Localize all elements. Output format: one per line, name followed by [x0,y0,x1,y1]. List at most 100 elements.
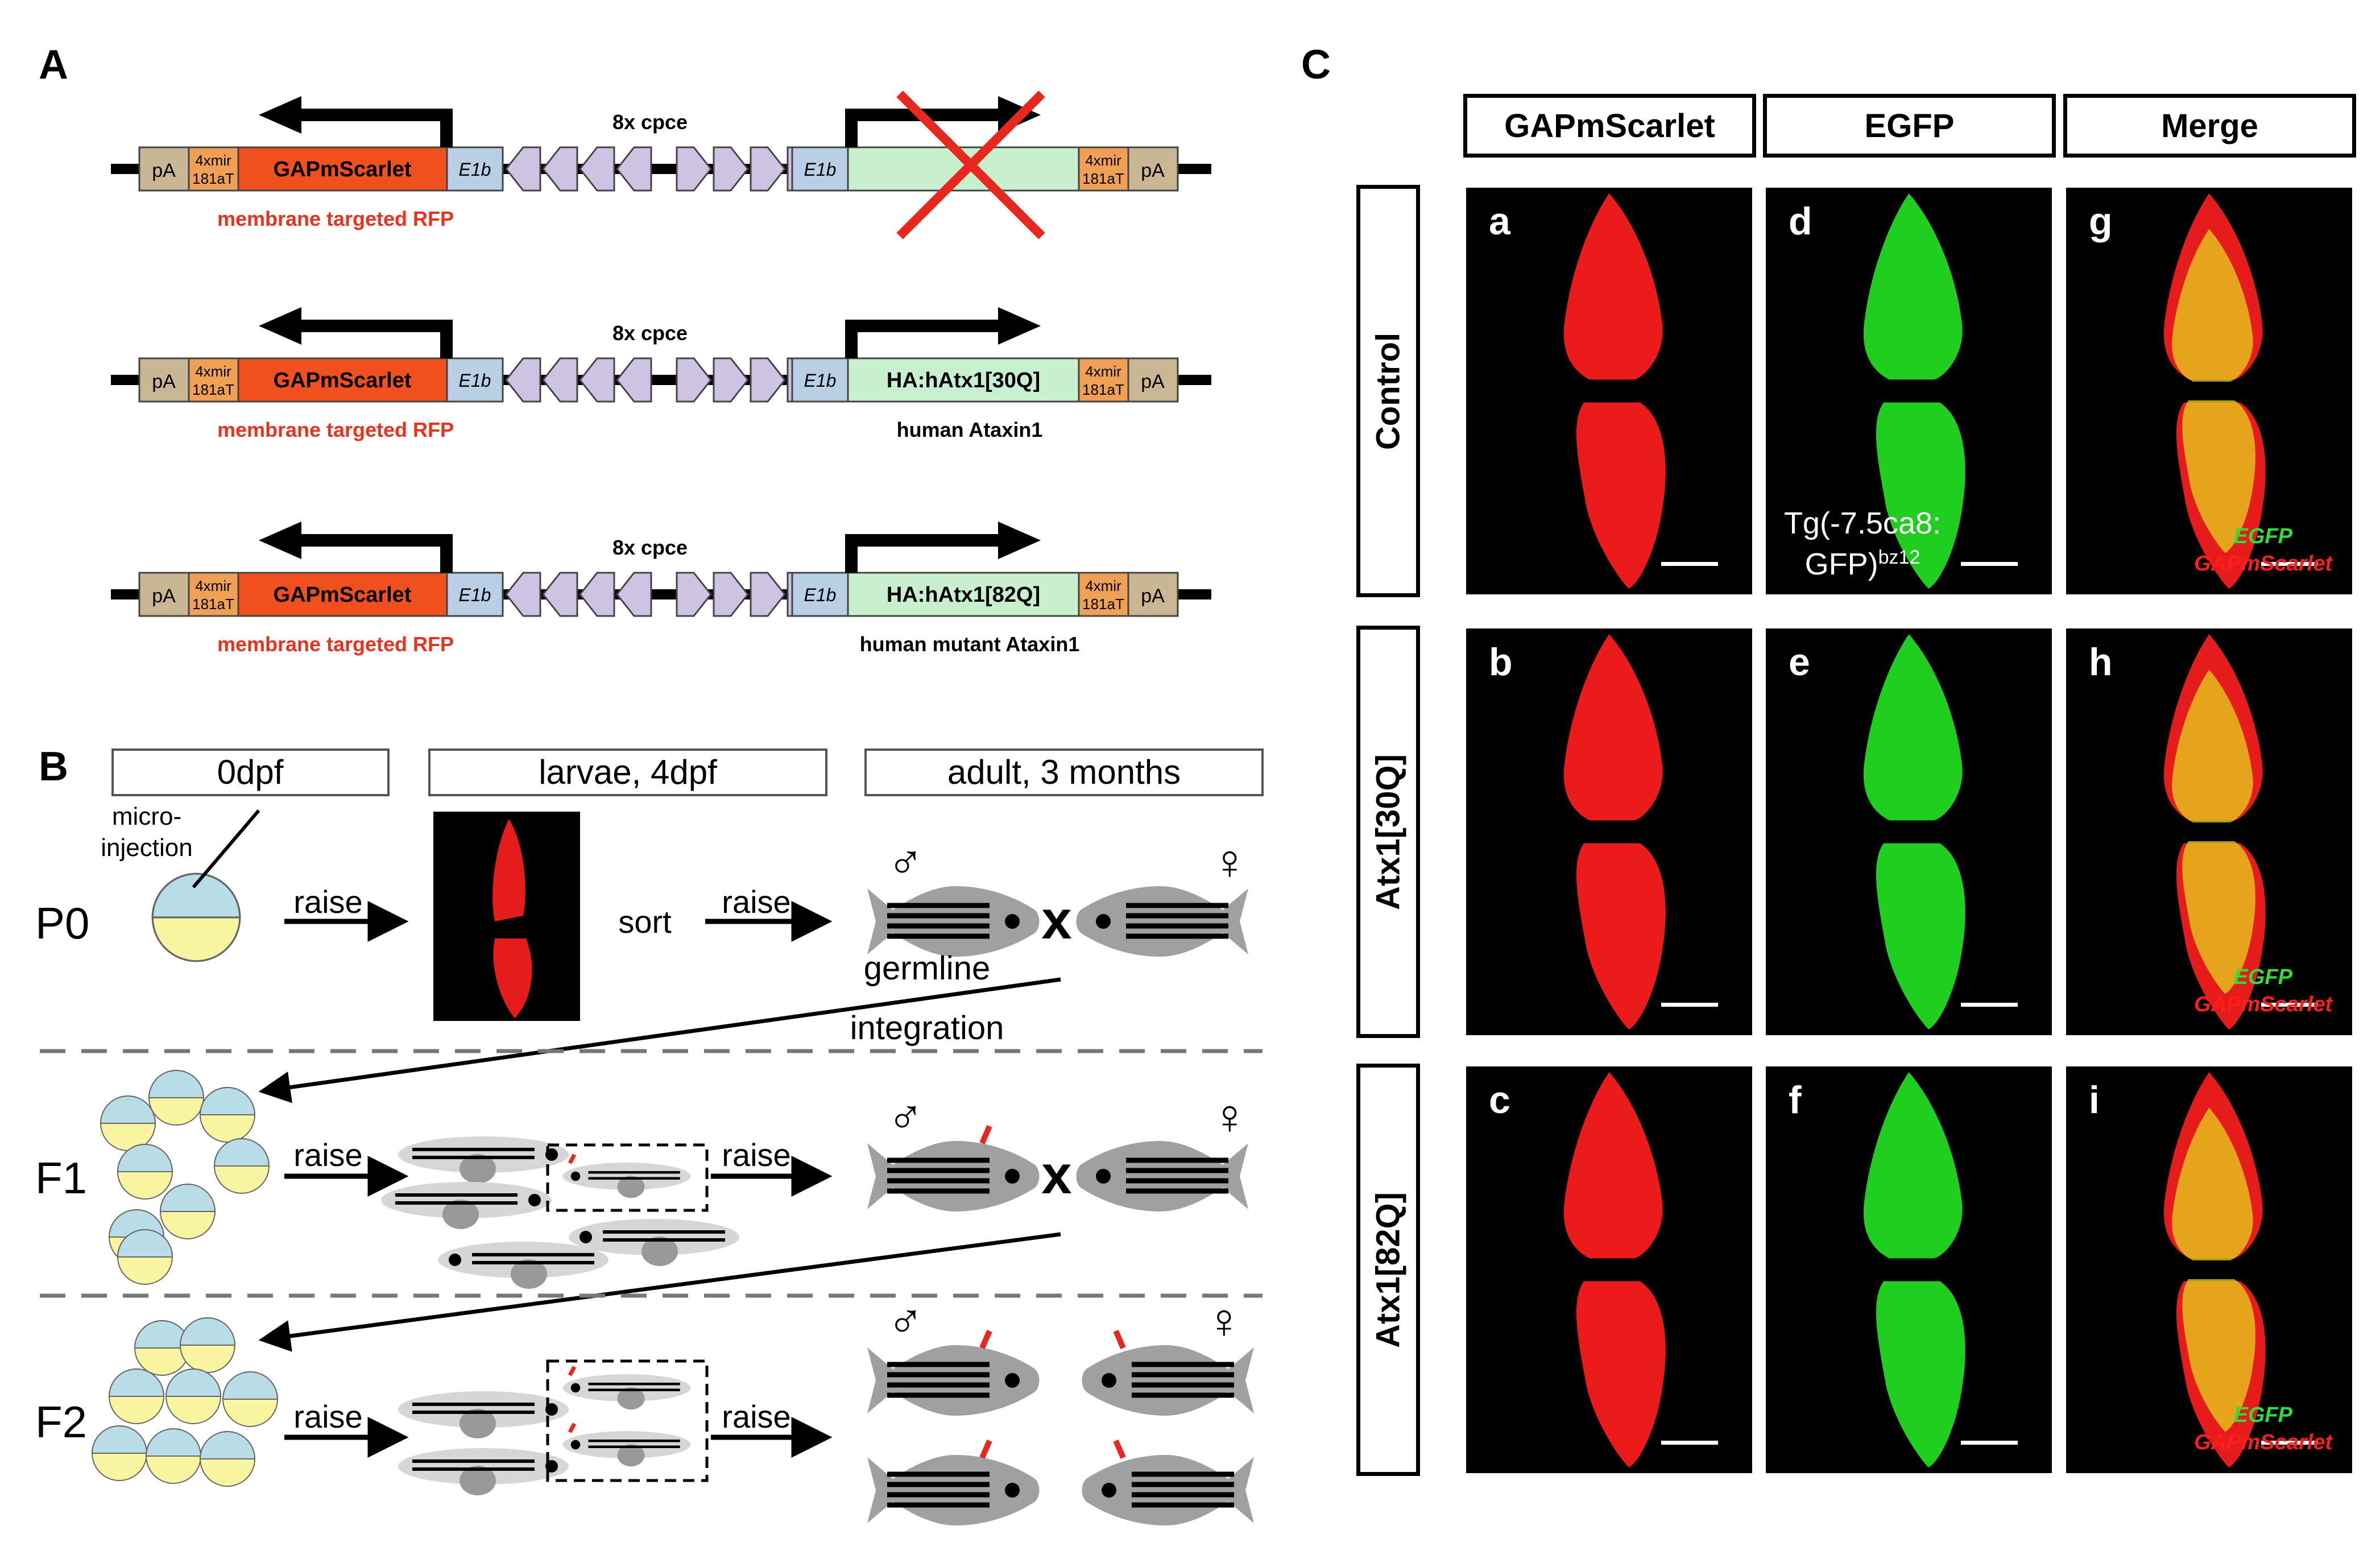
male-symbol-f1: ♂ [887,1090,924,1144]
scale-bar [2261,562,2318,566]
generation-f2: F2 [35,1397,87,1447]
female-symbol-p0: ♀ [1211,835,1248,890]
raise-f1: raise [293,1137,362,1173]
transgenic-line-label: Tg(-7.5ca8:GFP)bz12 [1777,506,1948,581]
pa-box-right [1127,572,1179,617]
micrograph-c: c [1466,1066,1752,1473]
cpce-element [750,357,786,403]
row-header-3: Atx1[82Q] [1356,1064,1420,1476]
cpce-label: 8x cpce [612,110,688,134]
cpce-label: 8x cpce [612,321,688,345]
cpce-element [616,146,652,192]
cpce-element [713,572,749,617]
cpce-element [505,146,541,192]
germline-line1: germline [864,950,990,987]
male-symbol-f2: ♂ [887,1294,924,1349]
right-caption: human Ataxin1 [897,418,1043,441]
cpce-element [750,572,786,617]
raise-p0-2: raise [722,884,790,920]
raise-f2: raise [293,1399,362,1434]
column-header-egfp: EGFP [1763,94,2056,158]
promoter-arrowhead-right [998,522,1041,559]
sub-panel-letter: g [2089,200,2113,243]
cpce-element [505,357,541,403]
cpce-element [750,146,786,192]
sub-panel-letter: c [1489,1078,1510,1122]
stage-adult: adult, 3 months [947,753,1181,791]
promoter-arrow-right [845,534,1002,573]
female-symbol-f2: ♀ [1206,1294,1243,1349]
pa-box-left [138,146,190,192]
generation-f1: F1 [35,1153,87,1203]
legend-gapmscarlet: GAPmScarlet [2194,1430,2332,1454]
tg-line2: GFP)bz12 [1777,540,1948,581]
cpce-element [713,146,749,192]
germline-line2: integration [850,1010,1004,1047]
sub-panel-letter: e [1789,640,1810,684]
pa-label-left: pA [152,160,176,181]
transgene-label: HA:hAtx1[82Q] [887,583,1040,607]
legend-egfp: EGFP [2233,965,2292,989]
mir-label-right-1: 4xmir [1085,363,1121,380]
gapmscarlet-box [237,572,448,617]
cpce-element [542,146,578,192]
mir-label-left-2: 181aT [192,381,234,398]
cpce-element [579,146,615,192]
microinjection-line1: micro- [112,803,181,830]
e1b-box-left [446,357,504,403]
micrograph-e: e [1766,628,2052,1035]
panel-letter-c: C [1301,42,1331,88]
e1b-label-right: E1b [804,585,837,605]
scale-bar [1661,1003,1718,1007]
selected-larva-box-f1 [546,1143,709,1212]
female-symbol-f1: ♀ [1211,1090,1248,1144]
stage-0dpf: 0dpf [217,753,284,791]
left-caption: membrane targeted RFP [217,418,454,441]
gapmscarlet-box [237,146,448,192]
mir-box-left [188,357,239,403]
gapmscarlet-label: GAPmScarlet [274,583,412,607]
mir-label-left-2: 181aT [192,596,234,613]
sub-panel-letter: d [1789,200,1812,243]
row-header-label: Atx1[30Q] [1369,754,1407,910]
mir-label-left-2: 181aT [192,170,234,187]
promoter-arrow-right [845,109,1002,147]
sub-panel-letter: b [1489,640,1513,684]
e1b-box-right [791,572,849,617]
left-caption: membrane targeted RFP [217,207,454,230]
cpce-element [616,357,652,403]
tg-line2-sup: bz12 [1878,547,1920,568]
mir-label-right-1: 4xmir [1085,152,1121,169]
promoter-arrowhead-right [998,307,1041,345]
scale-bar [1961,1441,2018,1445]
scale-bar [1661,562,1718,566]
sub-panel-letter: a [1489,200,1510,243]
pa-label-left: pA [152,371,176,392]
cpce-element [579,572,615,617]
transgene-box [847,572,1080,617]
row-header-label: Control [1369,332,1407,450]
row-header-2: Atx1[30Q] [1356,626,1420,1038]
cpce-element [579,357,615,403]
cpce-element [676,572,712,617]
row-header-1: Control [1356,185,1420,597]
right-caption: human mutant Ataxin1 [860,632,1080,656]
column-header-gapmscarlet: GAPmScarlet [1463,94,1756,158]
promoter-arrow-right [845,320,1002,358]
sub-panel-letter: f [1789,1078,1802,1122]
row-header-label: Atx1[82Q] [1369,1192,1407,1348]
tissue-signal [1766,1066,2052,1473]
raise-f2-2: raise [722,1399,790,1434]
scale-bar [2261,1003,2318,1007]
scale-bar [1661,1441,1718,1445]
